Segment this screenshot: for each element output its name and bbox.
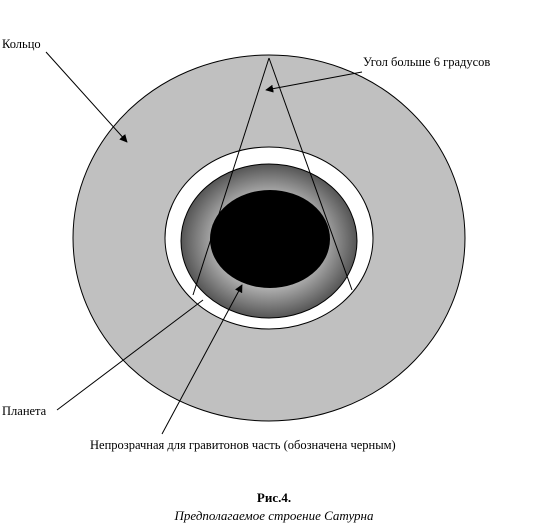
opaque-core (210, 190, 330, 288)
opaque-pointer-arrow (161, 284, 243, 435)
opaque-part-label: Непрозрачная для гравитонов часть (обозн… (90, 438, 396, 452)
angle-label: Угол больше 6 градусов (363, 55, 490, 69)
ring-pointer-arrow (45, 51, 128, 143)
planet-label: Планета (2, 404, 47, 418)
planet-pointer-line (56, 299, 204, 411)
figure-number: Рис.4. (257, 490, 291, 505)
angle-pointer-arrow (265, 71, 363, 93)
angle-line-left (192, 57, 270, 296)
figure-caption: Предполагаемое строение Сатурна (173, 508, 374, 523)
angle-line-right (268, 57, 353, 291)
ring-label: Кольцо (2, 37, 41, 51)
